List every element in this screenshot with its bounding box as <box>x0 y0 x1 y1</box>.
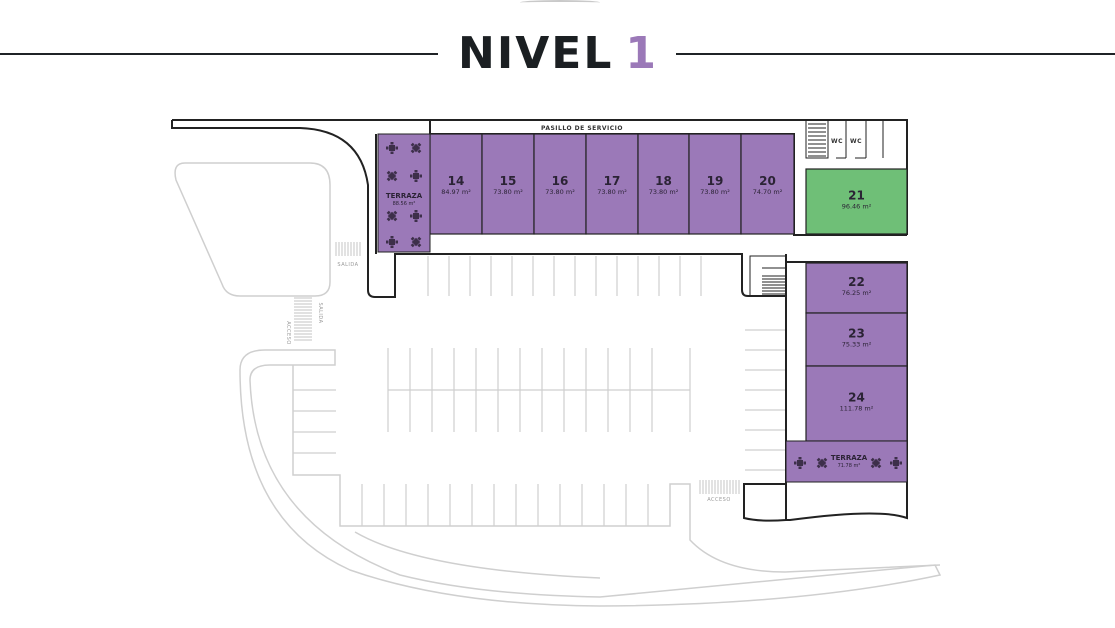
unit-area: 74.70 m² <box>753 188 783 196</box>
wc-label-2: WC <box>850 138 862 145</box>
terraza-14-area: 88.56 m² <box>393 201 416 207</box>
unit-area: 73.80 m² <box>493 188 523 196</box>
terraza-14-label: TERRAZA <box>386 192 423 200</box>
acceso-label-2: ACCESO <box>707 497 731 503</box>
unit-19-shape <box>688 133 742 235</box>
unit-number: 16 <box>552 174 569 188</box>
unit-number: 21 <box>848 189 865 203</box>
terraza-14[interactable]: TERRAZA 88.56 m² <box>377 133 431 253</box>
title-rule-right <box>676 53 1115 55</box>
table-icon <box>410 142 422 154</box>
table-icon <box>410 236 422 248</box>
unit-15-shape <box>481 133 535 235</box>
table-icon <box>794 457 806 469</box>
unit-number: 17 <box>604 174 621 188</box>
wc-label-1: WC <box>831 138 843 145</box>
salida-label-1: SALIDA <box>337 262 358 268</box>
unit-18-shape <box>637 133 690 235</box>
service-core <box>749 119 884 297</box>
unit-area: 84.97 m² <box>441 188 471 196</box>
table-icon <box>890 457 902 469</box>
terraza-24-area: 71.78 m² <box>838 463 861 469</box>
unit-number: 23 <box>848 327 865 341</box>
unit-number: 24 <box>848 391 865 405</box>
unit-area: 96.46 m² <box>842 203 872 211</box>
unit-number: 18 <box>655 174 672 188</box>
unit-area: 73.80 m² <box>597 188 627 196</box>
unit-number: 14 <box>448 174 465 188</box>
crosswalks <box>294 242 740 494</box>
table-icon <box>386 210 398 222</box>
acceso-label-1: ACCESO <box>285 321 291 345</box>
unit-20-shape <box>740 133 795 235</box>
unit-area: 73.80 m² <box>649 188 679 196</box>
page-title-number: 1 <box>625 28 658 79</box>
building-outline <box>171 119 908 522</box>
unit-area: 75.33 m² <box>842 341 872 349</box>
unit-number: 19 <box>707 174 724 188</box>
unit-number: 22 <box>848 275 865 289</box>
salida-label-2: SALIDA <box>317 302 323 323</box>
terraza-24-label: TERRAZA <box>831 454 868 462</box>
terraza-24[interactable]: TERRAZA 71.78 m² <box>785 440 908 483</box>
table-icon <box>386 236 398 248</box>
unit-17-shape <box>585 133 639 235</box>
unit-area: 73.80 m² <box>700 188 730 196</box>
unit-area: 76.25 m² <box>842 289 872 297</box>
service-corridor-label: PASILLO DE SERVICIO <box>541 125 623 132</box>
table-icon <box>410 170 422 182</box>
unit-area: 73.80 m² <box>545 188 575 196</box>
top-edge-decoration <box>520 0 600 5</box>
parking-grid <box>293 256 786 526</box>
unit-number: 15 <box>500 174 517 188</box>
unit-14-shape <box>429 133 483 235</box>
title-rule-left <box>0 53 438 55</box>
unit-area: 111.78 m² <box>840 405 874 413</box>
table-icon <box>386 170 398 182</box>
unit-21-shape <box>805 168 908 235</box>
unit-number: 20 <box>759 174 776 188</box>
table-icon <box>410 210 422 222</box>
page-title-text: NIVEL <box>458 28 614 79</box>
table-icon <box>386 142 398 154</box>
